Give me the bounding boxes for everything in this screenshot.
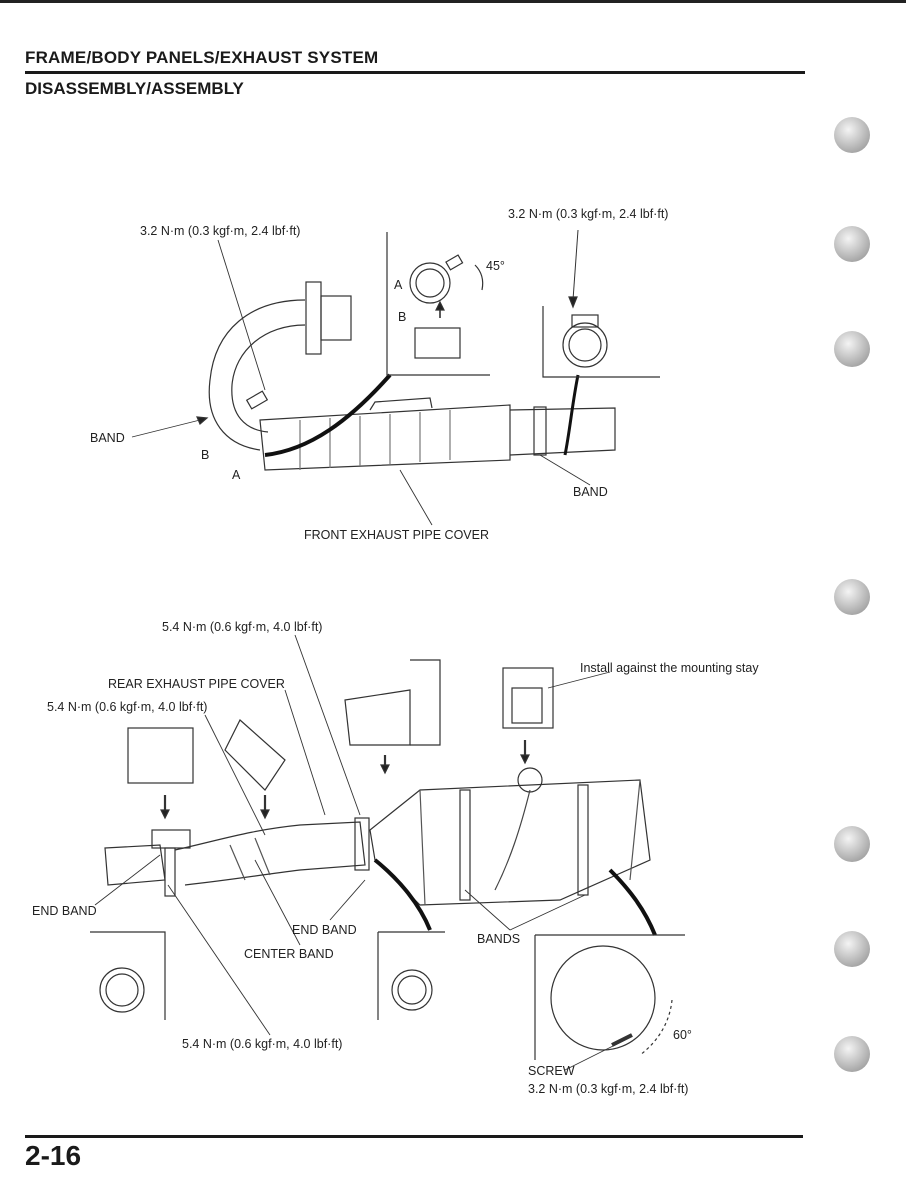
torque-label-top-right: 3.2 N·m (0.3 kgf·m, 2.4 lbf·ft)	[508, 207, 669, 221]
side-tab-5	[834, 826, 870, 862]
end-band-label-left: END BAND	[32, 904, 97, 918]
end-band-label-right: END BAND	[292, 923, 357, 937]
section-title: FRAME/BODY PANELS/EXHAUST SYSTEM	[25, 48, 379, 67]
center-band-label: CENTER BAND	[244, 947, 334, 961]
inset-label-b: B	[398, 310, 407, 324]
bands-label: BANDS	[477, 932, 521, 946]
front-exhaust-pipe-cover-label: FRONT EXHAUST PIPE COVER	[304, 528, 489, 542]
front-exhaust-pipe-drawing	[131, 229, 660, 526]
rear-exhaust-pipe-drawing	[90, 634, 685, 1071]
label-b: B	[201, 448, 210, 462]
torque-label-rear-left: 5.4 N·m (0.6 kgf·m, 4.0 lbf·ft)	[47, 700, 208, 714]
band-label-right: BAND	[573, 485, 608, 499]
install-note-label: Install against the mounting stay	[580, 661, 759, 675]
page-number: 2-16	[25, 1140, 82, 1171]
angle-label-60: 60°	[673, 1028, 692, 1042]
side-tab-6	[834, 931, 870, 967]
screw-torque-label: 3.2 N·m (0.3 kgf·m, 2.4 lbf·ft)	[528, 1082, 689, 1096]
label-a: A	[232, 468, 241, 482]
torque-label-top-left: 3.2 N·m (0.3 kgf·m, 2.4 lbf·ft)	[140, 224, 301, 238]
torque-label-rear-top: 5.4 N·m (0.6 kgf·m, 4.0 lbf·ft)	[162, 620, 323, 634]
top-edge-rule	[0, 0, 906, 3]
side-tab-1	[834, 117, 870, 153]
footer-rule	[25, 1135, 803, 1138]
subsection-title: DISASSEMBLY/ASSEMBLY	[25, 79, 244, 98]
band-label-left: BAND	[90, 431, 125, 445]
side-tab-2	[834, 226, 870, 262]
section-rule	[25, 71, 805, 74]
angle-label-45: 45°	[486, 259, 505, 273]
rear-exhaust-pipe-cover-label: REAR EXHAUST PIPE COVER	[108, 677, 285, 691]
side-tab-4	[834, 579, 870, 615]
side-tab-7	[834, 1036, 870, 1072]
side-tab-3	[834, 331, 870, 367]
screw-label: SCREW	[528, 1064, 575, 1078]
inset-label-a: A	[394, 278, 403, 292]
torque-label-rear-bottom: 5.4 N·m (0.6 kgf·m, 4.0 lbf·ft)	[182, 1037, 343, 1051]
